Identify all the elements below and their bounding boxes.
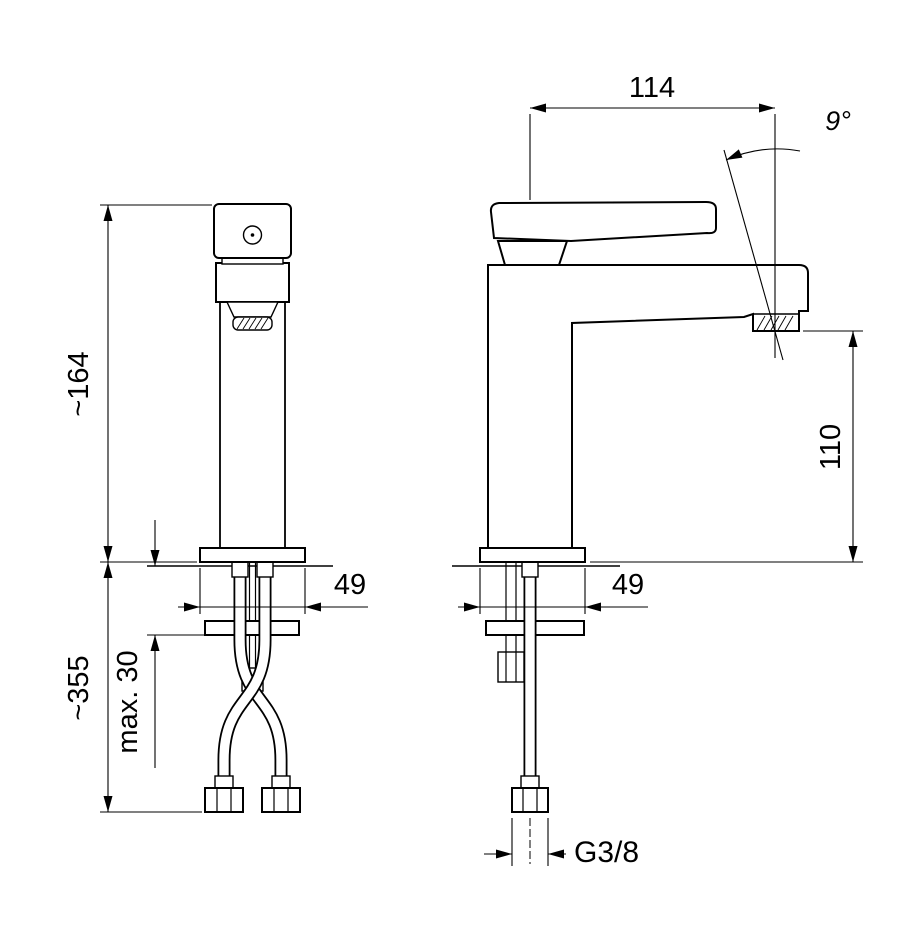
hose-end-nut-right: [261, 775, 301, 813]
cartridge-side: [496, 240, 569, 266]
dim-label-thread: G3/8: [574, 836, 639, 869]
dimension-graphics: [100, 103, 863, 866]
body-and-spout-side: [487, 264, 809, 549]
dim-label-total-height: ~164: [63, 351, 95, 416]
dim-label-spout-angle: 9°: [825, 106, 851, 136]
front-view-faucet: [147, 203, 333, 813]
hose-end-nut-side: [511, 775, 549, 813]
dim-hose-length-lines: [100, 562, 202, 813]
faucet-base-side: [479, 547, 586, 563]
dim-label-base-width-front: 49: [334, 569, 366, 601]
faucet-column-front: [219, 302, 286, 548]
hose-fitting-left: [231, 561, 249, 578]
mounting-bracket-front: [204, 620, 300, 636]
dim-base-width-front-lines: [178, 568, 368, 614]
aerator-side: [753, 313, 799, 331]
dim-thread-lines: [484, 818, 566, 866]
dim-total-height-lines: [100, 204, 212, 563]
dim-label-outlet-height: 110: [815, 424, 847, 470]
dim-label-max-thickness: max. 30: [112, 650, 144, 753]
aerator-front: [225, 301, 280, 331]
dim-label-spout-reach: 114: [629, 72, 675, 104]
faucet-base-front: [199, 547, 306, 563]
mounting-nut-side: [497, 651, 525, 683]
dim-label-base-width-side: 49: [612, 569, 644, 601]
handle-front: [213, 203, 292, 265]
dim-outlet-height-lines: [590, 330, 863, 563]
supply-hose-right: [217, 562, 272, 776]
spout-body-front: [215, 262, 290, 303]
dim-max-thickness-lines: [147, 520, 207, 768]
dim-spout-reach-lines: [529, 103, 776, 358]
mounting-rod-front: [248, 562, 257, 668]
hose-fitting-side: [521, 561, 539, 578]
side-view-faucet: [452, 200, 809, 813]
dim-base-width-side-lines: [458, 568, 648, 614]
hose-fitting-right: [256, 561, 274, 578]
lever-handle-side: [489, 200, 717, 243]
dim-spout-angle-lines: [723, 148, 801, 361]
hose-end-nut-left: [204, 775, 244, 813]
dim-label-hose-length: ~355: [63, 655, 95, 720]
dimension-labels: 114 9° ~164 ~355 max. 30 49 49 110 G3/8: [63, 72, 851, 869]
supply-hose-left: [233, 562, 288, 776]
